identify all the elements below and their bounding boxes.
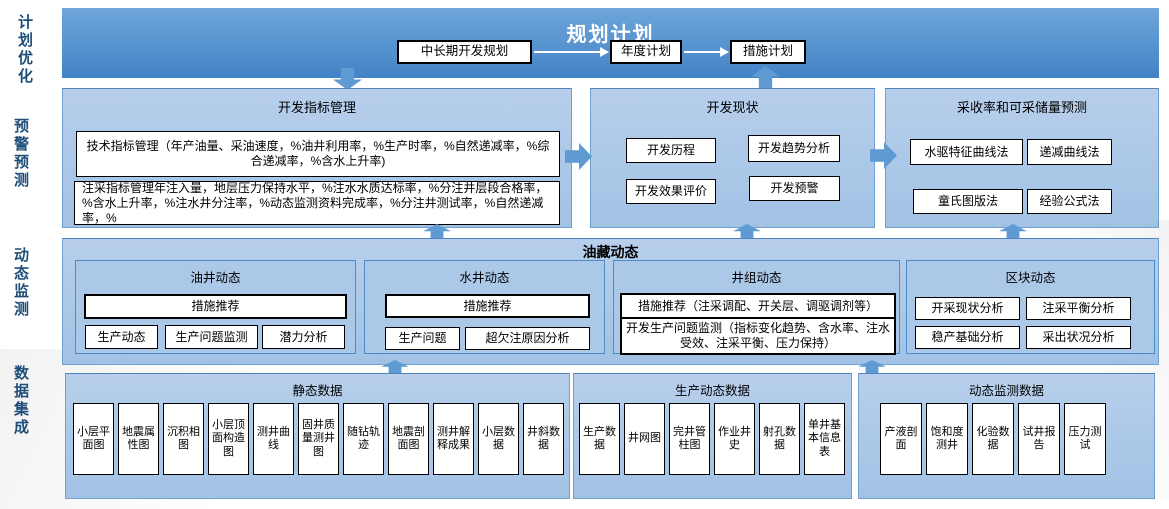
side-label-plan-optimization: 计划优化 xyxy=(16,14,33,86)
status-item-history: 开发历程 xyxy=(626,138,716,163)
data-item: 地震属性图 xyxy=(118,403,159,475)
technical-indicator-box: 技术指标管理（年产油量、采油速度，%油井利用率，%生产时率，%自然递减率，%综合… xyxy=(76,131,560,177)
panel-reservoir-dynamics: 油藏动态 油井动态 措施推荐 生产动态 生产问题监测 潜力分析 水井动态 措施推… xyxy=(62,238,1159,365)
subpanel-well-group-dynamics: 井组动态 措施推荐（注采调配、开关层、调驱调剂等） 开发生产问题监测（指标变化趋… xyxy=(613,260,900,355)
panel-production-data: 生产动态数据 生产数据 井网图 完井管柱图 作业井史 射孔数据 单井基本信息表 xyxy=(573,373,852,499)
plan-item-annual: 年度计划 xyxy=(610,40,682,64)
status-item-warning: 开发预警 xyxy=(749,176,840,201)
panel-static-data: 静态数据 小层平面图 地震属性图 沉积相图 小层顶面构造图 测井曲线 固井质量测… xyxy=(65,373,570,499)
panel-development-status: 开发现状 开发历程 开发趋势分析 开发效果评价 开发预警 xyxy=(590,88,875,228)
panel-title: 采收率和可采储量预测 xyxy=(956,100,1087,115)
side-label-dynamic-monitoring: 动态监测 xyxy=(12,247,29,319)
data-item: 随钻轨迹 xyxy=(343,403,384,475)
injection-indicator-box: 注采指标管理年注入量，地层压力保持水平，%注水水质达标率，%分注井层段合格率，%… xyxy=(74,181,560,225)
oilwell-item-production: 生产动态 xyxy=(85,325,158,349)
data-item: 化验数据 xyxy=(972,403,1014,475)
data-item: 小层平面图 xyxy=(73,403,114,475)
planning-bar: 规划计划 中长期开发规划 年度计划 措施计划 xyxy=(62,8,1159,78)
data-item: 完井管柱图 xyxy=(669,403,710,475)
arrow-right-icon xyxy=(720,47,729,57)
block-item-current-status: 开采现状分析 xyxy=(915,297,1020,320)
wellgroup-measure-recommend-box: 措施推荐（注采调配、开关层、调驱调剂等） xyxy=(620,293,896,319)
data-item: 小层数据 xyxy=(478,403,519,475)
panel-title: 开发现状 xyxy=(706,100,759,115)
data-item: 井网图 xyxy=(624,403,665,475)
recovery-item-tong: 童氏图版法 xyxy=(913,189,1023,214)
block-item-output-status: 采出状况分析 xyxy=(1026,326,1131,349)
subpanel-oil-well-dynamics: 油井动态 措施推荐 生产动态 生产问题监测 潜力分析 xyxy=(75,260,356,354)
subpanel-title: 井组动态 xyxy=(731,271,782,285)
arrow-right-icon xyxy=(600,47,609,57)
data-item: 地震剖面图 xyxy=(388,403,429,475)
data-item: 沉积相图 xyxy=(163,403,204,475)
data-item: 饱和度测井 xyxy=(926,403,968,475)
connector-line xyxy=(534,51,600,53)
data-item: 压力测试 xyxy=(1064,403,1106,475)
panel-title: 动态监测数据 xyxy=(968,384,1044,398)
waterwell-measure-recommend-box: 措施推荐 xyxy=(385,294,590,318)
block-item-injection-balance: 注采平衡分析 xyxy=(1026,297,1131,320)
status-item-effect: 开发效果评价 xyxy=(626,179,716,204)
data-item: 井斜数据 xyxy=(523,403,564,475)
panel-recovery-prediction: 采收率和可采储量预测 水驱特征曲线法 递减曲线法 童氏图版法 经验公式法 xyxy=(885,88,1159,228)
panel-title: 油藏动态 xyxy=(582,244,639,260)
data-item: 固井质量测井图 xyxy=(298,403,339,475)
subpanel-water-well-dynamics: 水井动态 措施推荐 生产问题 超欠注原因分析 xyxy=(364,260,605,354)
waterwell-item-injection-cause: 超欠注原因分析 xyxy=(465,327,590,350)
plan-item-long-term: 中长期开发规划 xyxy=(397,40,532,64)
data-item: 射孔数据 xyxy=(759,403,800,475)
subpanel-title: 油井动态 xyxy=(190,271,241,285)
block-item-stable-base: 稳产基础分析 xyxy=(915,326,1020,349)
status-item-trend: 开发趋势分析 xyxy=(748,135,840,162)
oilwell-item-potential: 潜力分析 xyxy=(262,325,345,349)
panel-title: 开发指标管理 xyxy=(277,100,356,115)
data-item: 测井解释成果 xyxy=(433,403,474,475)
panel-title: 生产动态数据 xyxy=(674,384,750,398)
side-label-warning-prediction: 预警预测 xyxy=(12,118,29,190)
data-item: 产液剖面 xyxy=(880,403,922,475)
panel-title: 静态数据 xyxy=(292,384,343,398)
plan-item-measures: 措施计划 xyxy=(730,40,806,64)
subpanel-block-dynamics: 区块动态 开采现状分析 注采平衡分析 稳产基础分析 采出状况分析 xyxy=(906,260,1155,354)
wellgroup-problem-monitor-box: 开发生产问题监测（指标变化趋势、含水率、注水受效、注采平衡、压力保持） xyxy=(620,317,896,355)
oilwell-measure-recommend-box: 措施推荐 xyxy=(84,294,347,319)
subpanel-title: 区块动态 xyxy=(1005,271,1056,285)
subpanel-title: 水井动态 xyxy=(459,271,510,285)
data-item: 作业井史 xyxy=(714,403,755,475)
data-item: 单井基本信息表 xyxy=(804,403,845,475)
recovery-item-waterdrive: 水驱特征曲线法 xyxy=(910,139,1023,165)
side-label-data-integration: 数据集成 xyxy=(12,365,29,437)
panel-monitoring-data: 动态监测数据 产液剖面 饱和度测井 化验数据 试井报告 压力测试 xyxy=(858,373,1155,499)
data-item: 测井曲线 xyxy=(253,403,294,475)
recovery-item-empirical: 经验公式法 xyxy=(1027,189,1112,214)
data-item: 生产数据 xyxy=(579,403,620,475)
recovery-item-decline: 递减曲线法 xyxy=(1027,139,1112,165)
data-item: 小层顶面构造图 xyxy=(208,403,249,475)
connector-line xyxy=(684,51,720,53)
data-item: 试井报告 xyxy=(1018,403,1060,475)
panel-indicator-management: 开发指标管理 技术指标管理（年产油量、采油速度，%油井利用率，%生产时率，%自然… xyxy=(62,88,572,228)
oilwell-item-problem-monitor: 生产问题监测 xyxy=(165,325,258,349)
waterwell-item-problem: 生产问题 xyxy=(385,327,460,350)
